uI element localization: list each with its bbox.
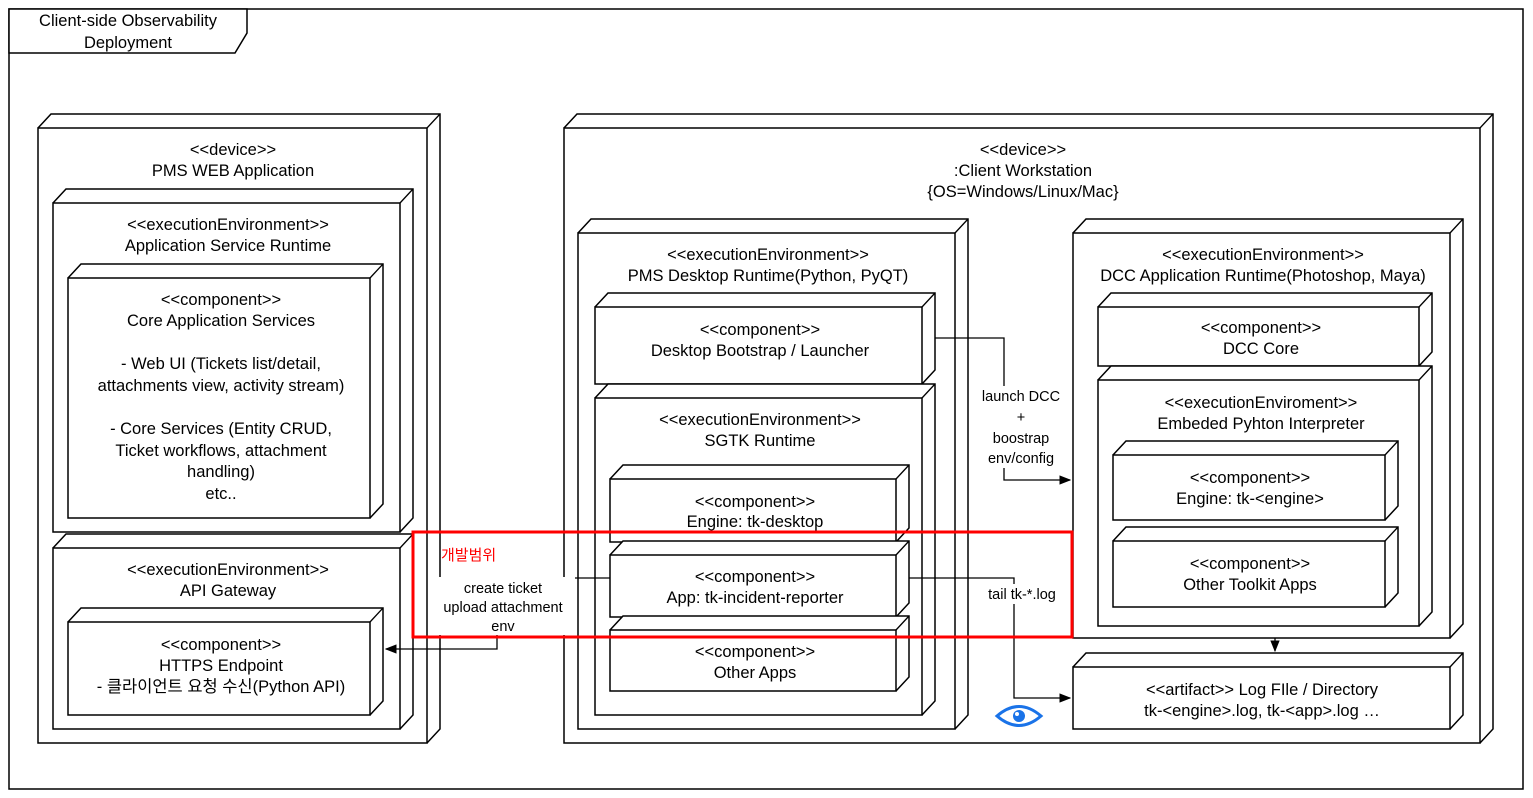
core-line: - Web UI (Tickets list/detail, bbox=[121, 355, 321, 373]
workstation-stereotype: <<device>> bbox=[980, 141, 1066, 159]
dcc-core-name: DCC Core bbox=[1223, 340, 1299, 358]
core-line: etc.. bbox=[205, 485, 236, 503]
dev-scope-label: 개발범위 bbox=[441, 546, 496, 564]
sgtk-stereotype: <<executionEnvironment>> bbox=[659, 411, 861, 429]
toolkit-name: Other Toolkit Apps bbox=[1183, 576, 1317, 594]
launch-label: env/config bbox=[988, 451, 1054, 467]
incident-reporter-app: <<component>> App: tk-incident-reporter bbox=[609, 540, 910, 618]
https-endpoint: <<component>> HTTPS Endpoint - 클라이언트 요청 … bbox=[67, 607, 384, 716]
app-runtime-stereotype: <<executionEnvironment>> bbox=[127, 216, 329, 234]
dcc-stereotype: <<executionEnvironment>> bbox=[1162, 246, 1364, 264]
engine-tk-engine: <<component>> Engine: tk-<engine> bbox=[1112, 440, 1399, 521]
reporter-name: App: tk-incident-reporter bbox=[667, 589, 845, 607]
sgtk-name: SGTK Runtime bbox=[705, 432, 816, 450]
launch-label: boostrap bbox=[993, 431, 1049, 447]
workstation-name: :Client Workstation bbox=[954, 162, 1092, 180]
dcc-core: <<component>> DCC Core bbox=[1097, 292, 1433, 367]
create-label: create ticket bbox=[464, 581, 542, 597]
pms-desktop-name: PMS Desktop Runtime(Python, PyQT) bbox=[628, 267, 909, 285]
desktop-bootstrap: <<component>> Desktop Bootstrap / Launch… bbox=[594, 292, 936, 385]
engine-tk-desktop: <<component>> Engine: tk-desktop bbox=[609, 464, 910, 543]
core-line: - Core Services (Entity CRUD, bbox=[110, 420, 332, 438]
dcc-core-stereotype: <<component>> bbox=[1201, 319, 1321, 337]
bootstrap-name: Desktop Bootstrap / Launcher bbox=[651, 342, 870, 360]
core-line: attachments view, activity stream) bbox=[98, 377, 345, 395]
eye-icon bbox=[994, 705, 1044, 727]
core-name: Core Application Services bbox=[127, 312, 315, 330]
toolkit-stereotype: <<component>> bbox=[1190, 555, 1310, 573]
workstation-os: {OS=Windows/Linux/Mac} bbox=[927, 183, 1119, 201]
artifact-line1: <<artifact>> Log FIle / Directory bbox=[1146, 681, 1379, 699]
tail-label: tail tk-*.log bbox=[988, 587, 1056, 603]
launch-label: + bbox=[1017, 410, 1025, 426]
create-label: env bbox=[491, 619, 515, 635]
pms-web-stereotype: <<device>> bbox=[190, 141, 276, 159]
core-line: handling) bbox=[187, 463, 255, 481]
core-stereotype: <<component>> bbox=[161, 291, 281, 309]
api-gateway-name: API Gateway bbox=[180, 582, 277, 600]
dcc-name: DCC Application Runtime(Photoshop, Maya) bbox=[1100, 267, 1426, 285]
frame-title-line2: Deployment bbox=[84, 34, 172, 52]
artifact-line2: tk-<engine>.log, tk-<app>.log … bbox=[1144, 702, 1380, 720]
edge-launch-dcc: launch DCC + boostrap env/config bbox=[935, 337, 1072, 485]
other-toolkit-apps: <<component>> Other Toolkit Apps bbox=[1112, 526, 1399, 608]
bootstrap-stereotype: <<component>> bbox=[700, 321, 820, 339]
https-stereotype: <<component>> bbox=[161, 636, 281, 654]
other-apps-stereotype: <<component>> bbox=[695, 643, 815, 661]
interpreter-name: Embeded Pyhton Interpreter bbox=[1157, 415, 1365, 433]
reporter-stereotype: <<component>> bbox=[695, 568, 815, 586]
launch-label: launch DCC bbox=[982, 389, 1060, 405]
engine-desktop-name: Engine: tk-desktop bbox=[687, 513, 824, 531]
engine-tk-name: Engine: tk-<engine> bbox=[1176, 490, 1324, 508]
other-apps: <<component>> Other Apps bbox=[609, 615, 910, 692]
pms-desktop-stereotype: <<executionEnvironment>> bbox=[667, 246, 869, 264]
core-app-services: <<component>> Core Application Services … bbox=[67, 263, 384, 519]
engine-desktop-stereotype: <<component>> bbox=[695, 493, 815, 511]
app-runtime-name: Application Service Runtime bbox=[125, 237, 331, 255]
core-line: Ticket workflows, attachment bbox=[115, 442, 327, 460]
other-apps-name: Other Apps bbox=[714, 664, 797, 682]
engine-tk-stereotype: <<component>> bbox=[1190, 469, 1310, 487]
log-artifact: <<artifact>> Log FIle / Directory tk-<en… bbox=[1072, 652, 1464, 730]
pms-web-name: PMS WEB Application bbox=[152, 162, 314, 180]
https-desc: - 클라이언트 요청 수신(Python API) bbox=[97, 677, 346, 696]
create-label: upload attachment bbox=[443, 600, 562, 616]
https-name: HTTPS Endpoint bbox=[159, 657, 283, 675]
frame-title-line1: Client-side Observability bbox=[39, 12, 218, 30]
api-gateway-stereotype: <<executionEnvironment>> bbox=[127, 561, 329, 579]
interpreter-stereotype: <<executionEnviroment>> bbox=[1165, 394, 1358, 412]
dev-scope-highlight: 개발범위 bbox=[411, 530, 1074, 639]
edge-create-ticket: create ticket upload attachment env bbox=[384, 577, 610, 654]
